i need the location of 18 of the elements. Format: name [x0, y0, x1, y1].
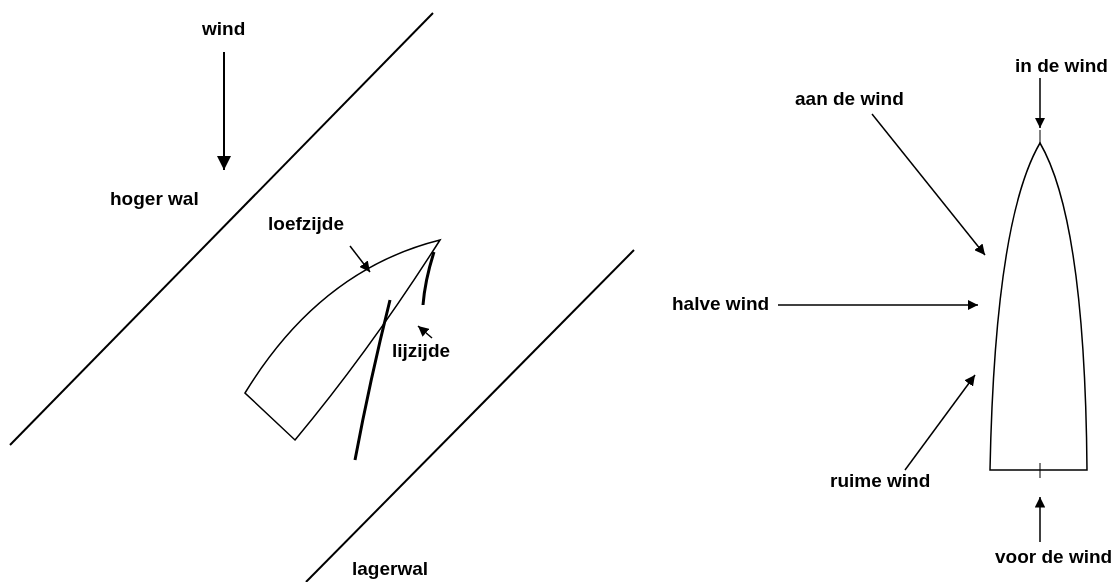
- shore-label: lagerwal: [352, 558, 429, 580]
- arrow: [1034, 77, 1046, 129]
- course-label: halve wind: [672, 293, 770, 315]
- arrow: [417, 325, 433, 339]
- arrow: [349, 245, 371, 273]
- course-label: in de wind: [1015, 55, 1108, 77]
- wind-label: wind: [202, 18, 246, 40]
- course-label: aan de wind: [795, 88, 904, 110]
- boat-outline: [989, 142, 1088, 471]
- side-label: loefzijde: [268, 213, 344, 235]
- side-label: lijzijde: [392, 340, 451, 362]
- arrow: [1034, 496, 1046, 543]
- arrow: [777, 299, 979, 311]
- arrow: [904, 374, 976, 471]
- course-label: voor de wind: [995, 546, 1113, 568]
- course-label: ruime wind: [830, 470, 931, 492]
- arrow: [871, 113, 986, 256]
- shore-label: hoger wal: [110, 188, 199, 210]
